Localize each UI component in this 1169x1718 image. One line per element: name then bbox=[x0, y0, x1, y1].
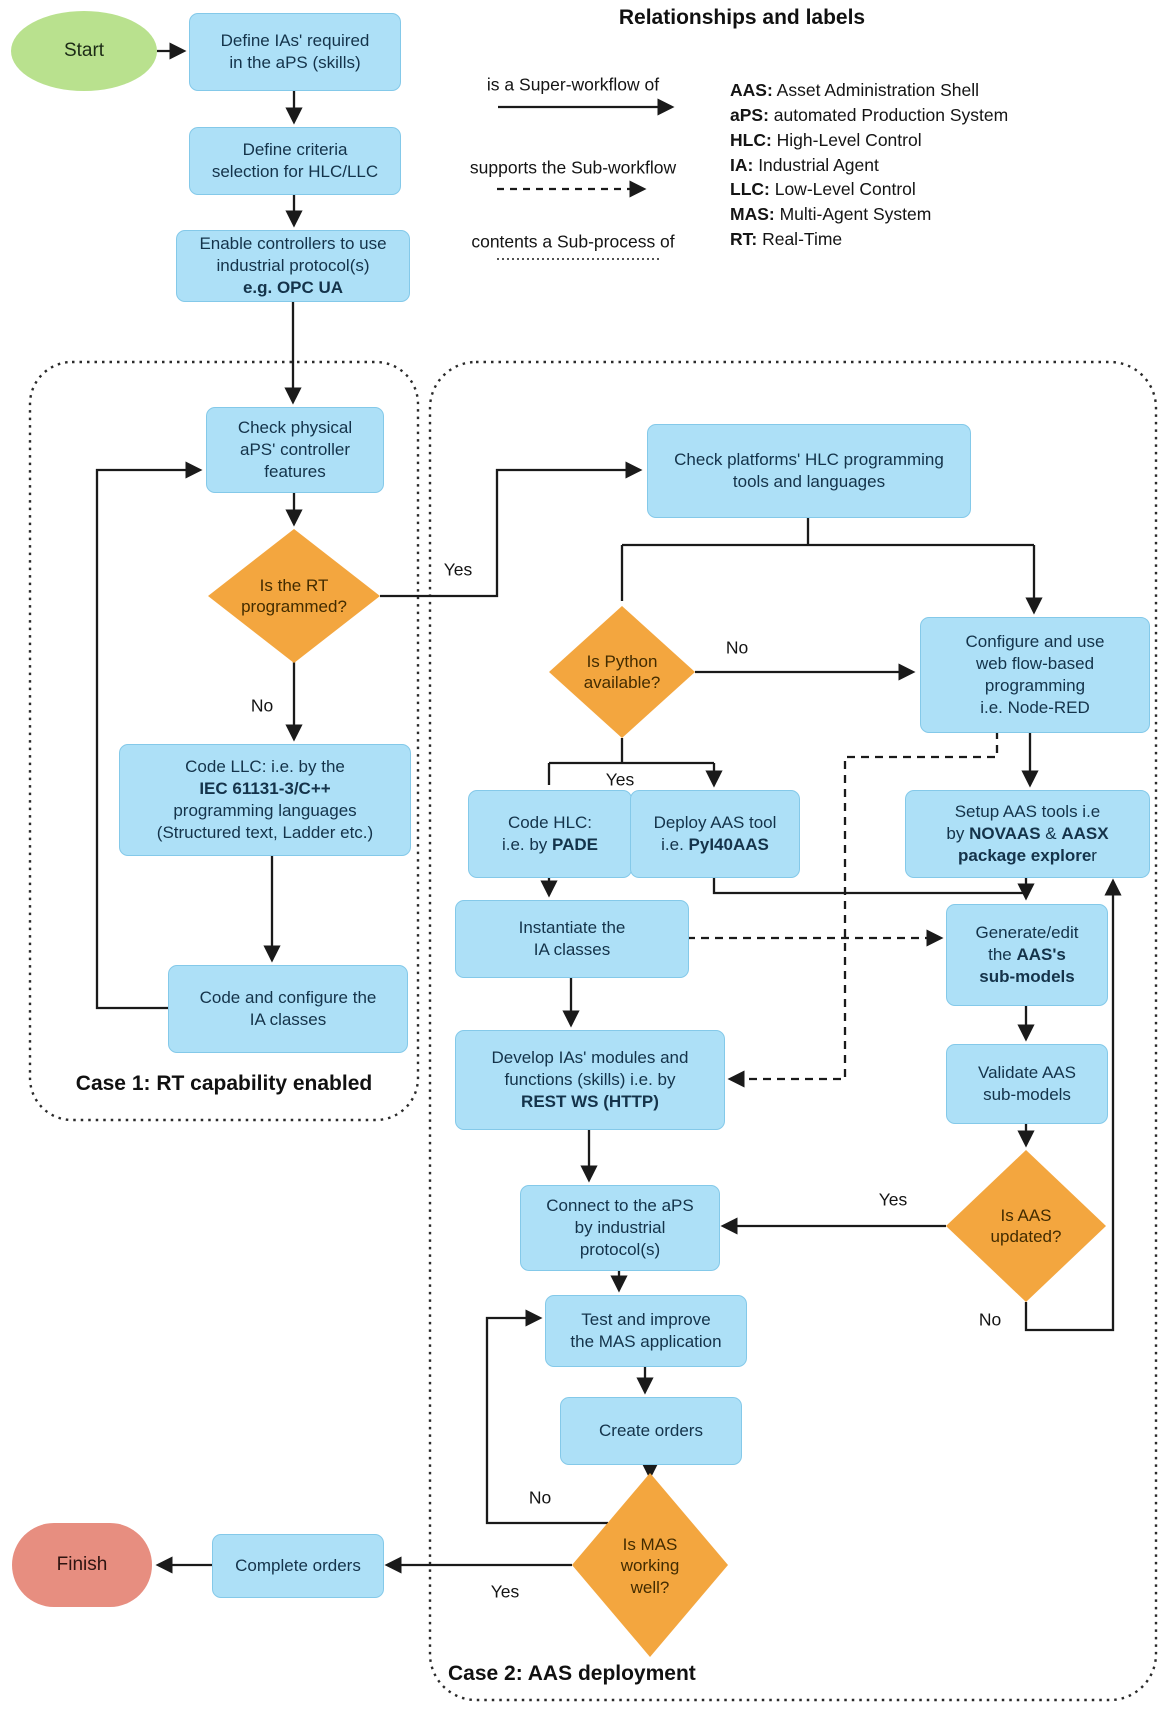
edge-label-mas-no: No bbox=[528, 1487, 552, 1508]
legend-subprocess-label: contents a Sub-process of bbox=[471, 231, 675, 252]
legend-title: Relationships and labels bbox=[618, 6, 866, 29]
edge-label-python-yes: Yes bbox=[605, 769, 635, 790]
edge-mas-no-loop-to-test bbox=[485, 1309, 608, 1525]
edge-checkplatforms-split bbox=[620, 516, 1034, 612]
case2-container bbox=[428, 360, 1158, 1702]
edge-label-rt-yes: Yes bbox=[443, 559, 473, 580]
legend-subworkflow-label: supports the Sub-workflow bbox=[469, 157, 677, 178]
edge-label-rt-no: No bbox=[250, 695, 274, 716]
start-terminal: Start bbox=[11, 11, 157, 91]
node-code-hlc: Code HLC:i.e. by PADE bbox=[468, 790, 632, 878]
legend-superworkflow-label: is a Super-workflow of bbox=[486, 74, 660, 95]
create-orders-label: Create orders bbox=[599, 1420, 703, 1440]
edge-python-yes-split bbox=[547, 738, 714, 785]
finish-terminal: Finish bbox=[12, 1523, 152, 1607]
edge-label-python-no: No bbox=[725, 637, 749, 658]
edge-label-aas-yes: Yes bbox=[878, 1189, 908, 1210]
edge-feedback-to-checkphysical bbox=[95, 461, 203, 1010]
node-create-orders: Create orders bbox=[560, 1397, 742, 1465]
start-label: Start bbox=[63, 40, 105, 61]
decision-is-python-available bbox=[549, 606, 695, 738]
edge-label-mas-yes: Yes bbox=[490, 1581, 520, 1602]
decision-is-aas-updated bbox=[946, 1150, 1106, 1302]
edge-nodered-dashed-to-develop bbox=[727, 731, 999, 1088]
edge-deploy-join bbox=[712, 876, 1026, 895]
edge-rt-yes-to-checkplatforms bbox=[380, 461, 643, 598]
edge-label-aas-no: No bbox=[978, 1309, 1002, 1330]
complete-orders-label: Complete orders bbox=[235, 1555, 361, 1575]
decision-is-mas-working bbox=[572, 1473, 728, 1657]
edge-aas-no-loop-to-setup bbox=[1024, 878, 1122, 1332]
decision-is-rt-programmed bbox=[208, 529, 380, 663]
case2-label: Case 2: AAS deployment bbox=[448, 1662, 696, 1685]
finish-label: Finish bbox=[56, 1554, 108, 1575]
case1-container bbox=[28, 360, 420, 1122]
case1-label: Case 1: RT capability enabled bbox=[75, 1072, 373, 1095]
node-complete-orders: Complete orders bbox=[212, 1534, 384, 1598]
